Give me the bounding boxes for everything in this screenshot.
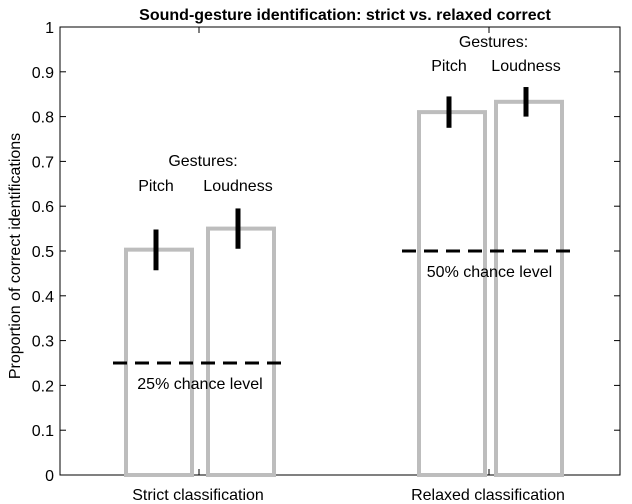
gestures-header: Gestures: bbox=[168, 153, 237, 170]
y-tick-label: 0.5 bbox=[32, 244, 54, 261]
y-tick-label: 0 bbox=[45, 468, 54, 485]
group-label-strict: Strict classification bbox=[132, 487, 264, 504]
y-axis-label: Proportion of correct identifications bbox=[7, 133, 24, 379]
bar-pitch bbox=[417, 110, 487, 478]
gesture-label-loudness: Loudness bbox=[203, 178, 272, 195]
y-tick-label: 0.9 bbox=[32, 65, 54, 82]
y-tick-label: 0.6 bbox=[32, 199, 54, 216]
gesture-label-loudness: Loudness bbox=[491, 58, 560, 75]
chart-title: Sound-gesture identification: strict vs.… bbox=[139, 7, 551, 24]
gesture-label-pitch: Pitch bbox=[138, 178, 174, 195]
chance-label: 50% chance level bbox=[427, 264, 552, 281]
chance-label: 25% chance level bbox=[137, 376, 262, 393]
y-tick-label: 0.3 bbox=[32, 334, 54, 351]
y-tick-label: 0.8 bbox=[32, 110, 54, 127]
y-tick-label: 1 bbox=[45, 20, 54, 37]
y-tick-label: 0.7 bbox=[32, 154, 54, 171]
gesture-label-pitch: Pitch bbox=[431, 58, 467, 75]
y-tick-label: 0.1 bbox=[32, 423, 54, 440]
group-label-relaxed: Relaxed classification bbox=[411, 487, 565, 504]
gestures-header: Gestures: bbox=[459, 34, 528, 51]
bar-loudness bbox=[206, 226, 276, 477]
y-tick-label: 0.4 bbox=[32, 289, 54, 306]
y-tick-label: 0.2 bbox=[32, 378, 54, 395]
bar-loudness bbox=[494, 99, 564, 477]
